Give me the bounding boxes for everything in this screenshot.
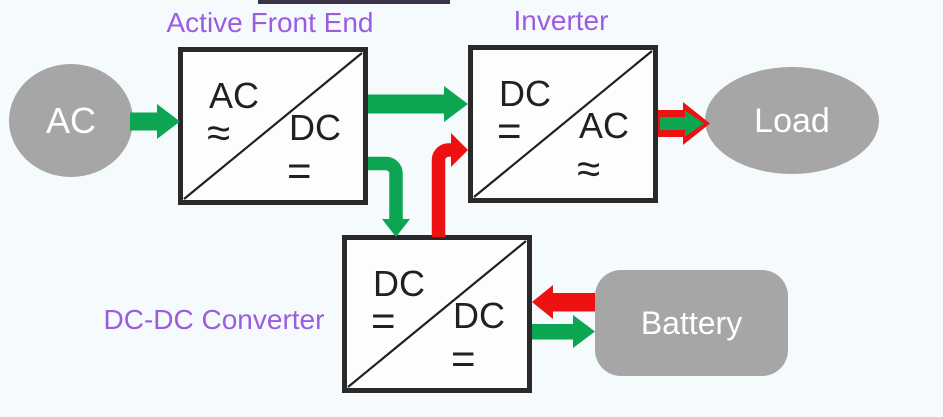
clipped-top-artifact bbox=[258, 0, 450, 4]
arrow-inverter-to-load-green bbox=[660, 110, 704, 137]
battery-node: Battery bbox=[595, 270, 788, 376]
ac-source-node: AC bbox=[9, 64, 133, 177]
inverter-diagonal-line bbox=[473, 50, 653, 198]
inverter-converter-box: DC = AC ≈ bbox=[468, 45, 658, 203]
afe-diagonal-line bbox=[183, 52, 363, 200]
inverter-input-symbol: = bbox=[497, 107, 522, 154]
arrow-afe-to-dcdc-pipe bbox=[368, 156, 403, 220]
arrow-afe-to-inverter bbox=[368, 86, 468, 122]
afe-converter-box: AC ≈ DC = bbox=[178, 47, 368, 205]
afe-output-label: DC bbox=[289, 107, 341, 148]
afe-input-label: AC bbox=[209, 75, 260, 116]
inverter-output-label: AC bbox=[579, 105, 630, 146]
afe-input-symbol: ≈ bbox=[207, 109, 231, 156]
arrow-dcdc-to-inverter-head bbox=[451, 133, 468, 167]
inverter-title: Inverter bbox=[513, 5, 609, 36]
battery-label: Battery bbox=[640, 305, 743, 341]
arrow-inverter-to-load-red bbox=[658, 102, 710, 145]
inverter-input-label: DC bbox=[499, 73, 551, 114]
dcdc-converter-box: DC = DC = bbox=[342, 235, 532, 393]
dcdc-input-label: DC bbox=[373, 263, 425, 304]
load-node: Load bbox=[705, 67, 879, 174]
arrow-inverter-to-load bbox=[658, 102, 710, 145]
dcdc-output-symbol: = bbox=[451, 335, 476, 382]
dcdc-input-symbol: = bbox=[371, 297, 396, 344]
afe-title: Active Front End bbox=[166, 7, 374, 38]
ac-source-label: AC bbox=[45, 99, 96, 141]
dcdc-output-label: DC bbox=[453, 295, 505, 336]
arrow-battery-to-dcdc bbox=[532, 285, 595, 319]
inverter-output-symbol: ≈ bbox=[577, 145, 601, 192]
arrow-dcdc-to-inverter bbox=[431, 133, 468, 237]
arrow-afe-to-dcdc bbox=[368, 156, 410, 237]
arrow-dcdc-to-inverter-pipe bbox=[431, 143, 452, 237]
afe-output-symbol: = bbox=[287, 147, 312, 194]
arrow-grid-to-afe bbox=[130, 104, 180, 139]
dcdc-diagonal-line bbox=[347, 240, 527, 388]
arrow-dcdc-to-battery bbox=[532, 315, 595, 348]
load-label: Load bbox=[754, 101, 830, 140]
dcdc-title: DC-DC Converter bbox=[103, 304, 325, 335]
